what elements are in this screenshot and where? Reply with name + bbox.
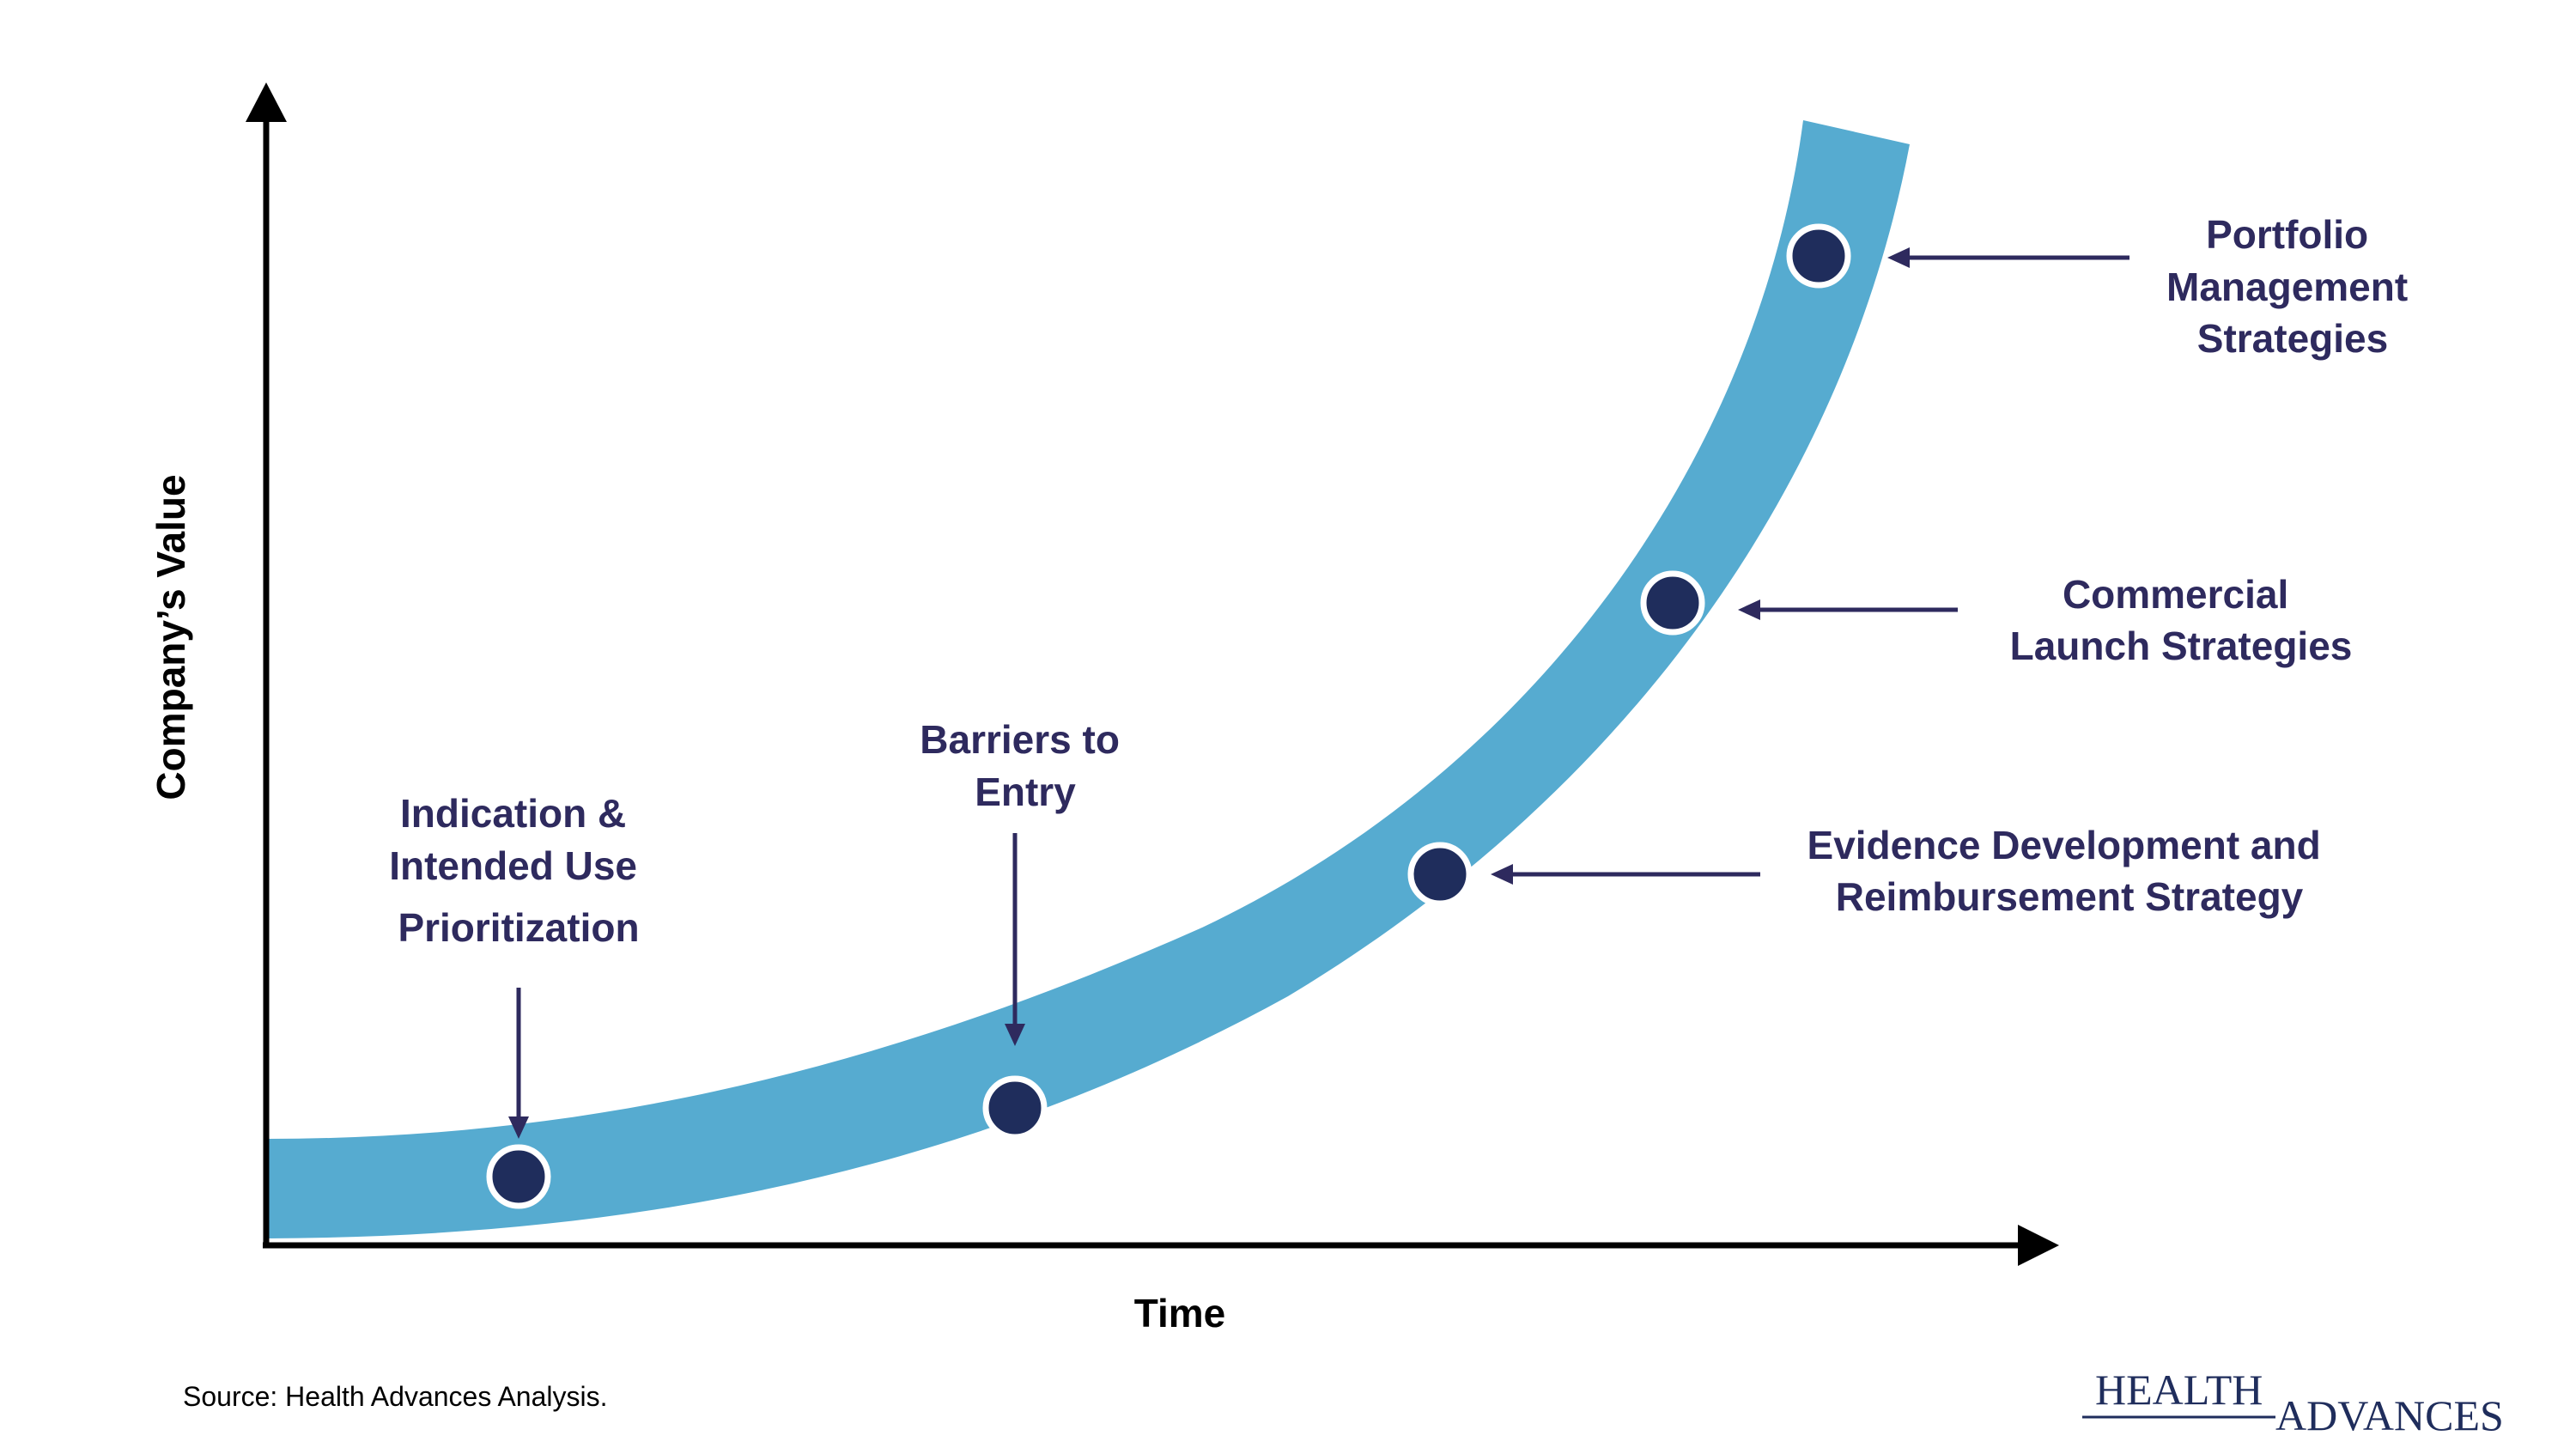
- logo-word-health: HEALTH: [2095, 1366, 2263, 1414]
- arrow-indication-head: [508, 1116, 529, 1139]
- arrow-barriers-head: [1005, 1024, 1025, 1046]
- annotation-arrows: [508, 247, 2129, 1139]
- label-indication: Indication & Intended Use Prioritization: [389, 791, 648, 950]
- logo-word-advances: ADVANCES: [2275, 1391, 2504, 1439]
- growth-curve-band: [268, 120, 1910, 1238]
- milestone-commercial: [1640, 570, 1705, 636]
- label-portfolio: Portfolio Management Strategies: [2166, 212, 2419, 361]
- x-axis-title: Time: [1134, 1291, 1226, 1335]
- source-note: Source: Health Advances Analysis.: [183, 1381, 608, 1412]
- y-axis-title: Company’s Value: [149, 474, 193, 800]
- health-advances-logo: HEALTH ADVANCES: [2082, 1366, 2504, 1439]
- x-axis-arrowhead: [2018, 1225, 2059, 1266]
- y-axis-arrowhead: [246, 82, 287, 122]
- label-evidence-line1: Evidence Development and: [1807, 823, 2321, 867]
- arrow-commercial-head: [1738, 599, 1760, 620]
- label-evidence: Evidence Development and Reimbursement S…: [1807, 823, 2332, 919]
- label-portfolio-line1: Portfolio: [2206, 212, 2368, 257]
- label-barriers-line1: Barriers to: [920, 717, 1120, 762]
- label-indication-line2: Intended Use: [389, 843, 637, 888]
- label-commercial-line1: Commercial: [2063, 572, 2288, 617]
- milestone-portfolio: [1786, 223, 1851, 289]
- label-portfolio-line2: Management: [2166, 265, 2408, 309]
- arrow-evidence-head: [1491, 864, 1513, 885]
- milestone-evidence: [1407, 842, 1473, 907]
- label-barriers: Barriers to Entry: [920, 717, 1130, 814]
- milestone-barriers: [982, 1075, 1048, 1141]
- axes: [246, 82, 2059, 1266]
- label-indication-line3: Prioritization: [398, 905, 639, 950]
- label-commercial: Commercial Launch Strategies: [2010, 572, 2353, 668]
- label-portfolio-line3: Strategies: [2197, 316, 2388, 361]
- arrow-portfolio-head: [1887, 247, 1910, 268]
- label-commercial-line2: Launch Strategies: [2010, 624, 2353, 668]
- label-evidence-line2: Reimbursement Strategy: [1836, 874, 2304, 919]
- milestone-indication: [486, 1144, 551, 1209]
- label-barriers-line2: Entry: [975, 770, 1076, 814]
- label-indication-line1: Indication &: [400, 791, 626, 836]
